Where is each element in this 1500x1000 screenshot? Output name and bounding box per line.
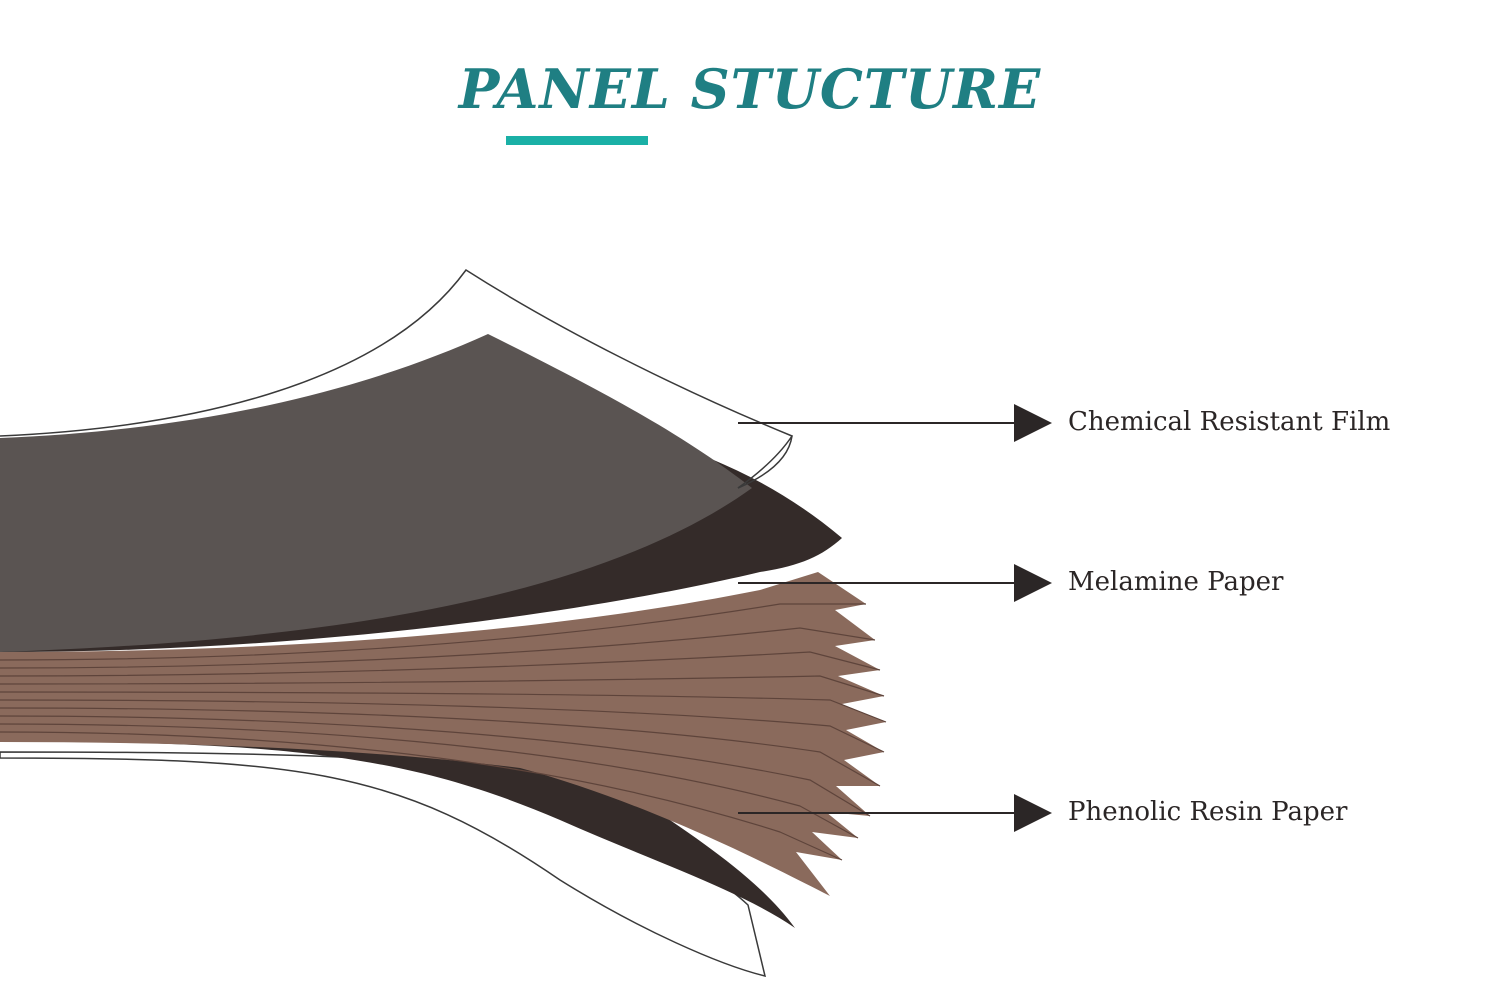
grey-top-sheet <box>0 334 752 652</box>
page-title: PANEL STUCTURE <box>458 57 1042 121</box>
arrow-right-icon <box>1014 794 1052 832</box>
phenolic-resin-stack <box>0 572 887 896</box>
arrow-right-icon <box>1014 404 1052 442</box>
arrow-phenolic <box>738 794 1052 832</box>
bottom-dark-sheet <box>0 728 795 928</box>
arrow-right-icon <box>1014 564 1052 602</box>
title-underline <box>506 136 648 145</box>
label-chemical-resistant-film: Chemical Resistant Film <box>1068 407 1390 437</box>
film-overlay <box>737 435 793 489</box>
resin-stack-body <box>0 572 886 896</box>
label-melamine-paper: Melamine Paper <box>1068 567 1284 597</box>
arrow-film <box>738 404 1052 442</box>
arrow-melamine <box>738 564 1052 602</box>
label-phenolic-resin-paper: Phenolic Resin Paper <box>1068 797 1348 827</box>
